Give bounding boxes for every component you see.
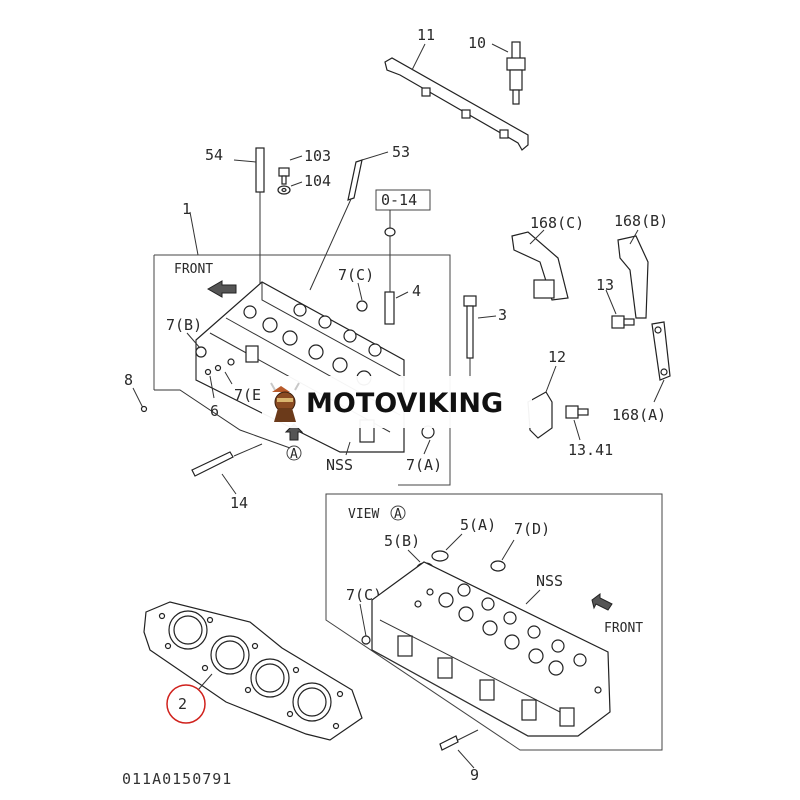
ref-box-0-14 bbox=[375, 189, 431, 211]
view-a-frame bbox=[325, 493, 663, 751]
nss-label-bottom: NSS bbox=[536, 572, 563, 590]
viking-logo-icon bbox=[270, 382, 300, 422]
stud-53 bbox=[309, 159, 363, 291]
seal-5a bbox=[431, 550, 449, 562]
bolt-13-41 bbox=[565, 405, 589, 419]
dowel-6 bbox=[204, 364, 222, 376]
callout-13-41: 13.41 bbox=[568, 441, 613, 459]
glow-plug bbox=[506, 41, 526, 105]
callout-7d: 7(D) bbox=[514, 520, 550, 538]
callout-168c: 168(C) bbox=[530, 214, 584, 232]
view-a-circle-letter: A bbox=[394, 507, 402, 522]
front-arrow-bottom bbox=[591, 593, 613, 611]
diagram-code: 011A0150791 bbox=[122, 770, 232, 788]
highlight-circle bbox=[166, 684, 206, 724]
callout-7a: 7(A) bbox=[406, 456, 442, 474]
callout-5b: 5(B) bbox=[384, 532, 420, 550]
head-gasket-2 bbox=[143, 601, 363, 741]
callout-168a: 168(A) bbox=[612, 406, 666, 424]
callout-3: 3 bbox=[498, 306, 507, 324]
callout-13: 13 bbox=[596, 276, 614, 294]
callout-168b: 168(B) bbox=[614, 212, 668, 230]
callout-8: 8 bbox=[124, 371, 133, 389]
view-a-circle bbox=[390, 505, 406, 521]
callout-7b: 7(B) bbox=[166, 316, 202, 334]
plug-7d bbox=[490, 560, 506, 572]
view-a-label: VIEW bbox=[348, 507, 379, 522]
cylinder-head-view-a bbox=[371, 561, 611, 737]
front-label-bottom: FRONT bbox=[604, 621, 643, 636]
front-arrow-top bbox=[206, 280, 237, 298]
callout-11: 11 bbox=[417, 26, 435, 44]
callout-2: 2 bbox=[178, 695, 187, 713]
frame-part-1 bbox=[154, 254, 451, 486]
bolt-103 bbox=[278, 167, 290, 185]
watermark-text: MOTOVIKING bbox=[306, 388, 503, 419]
view-marker-a: A bbox=[290, 447, 298, 462]
callout-14: 14 bbox=[230, 494, 248, 512]
bracket-168c bbox=[511, 231, 569, 301]
callout-5a: 5(A) bbox=[460, 516, 496, 534]
callout-53: 53 bbox=[392, 143, 410, 161]
callout-4: 4 bbox=[412, 282, 421, 300]
callout-1: 1 bbox=[182, 200, 191, 218]
callout-54: 54 bbox=[205, 146, 223, 164]
stud-14 bbox=[191, 451, 234, 477]
watermark-band bbox=[262, 376, 532, 428]
washer-104 bbox=[277, 185, 291, 195]
callout-9: 9 bbox=[470, 766, 479, 784]
callout-103: 103 bbox=[304, 147, 331, 165]
plug-7c-bottom bbox=[361, 635, 371, 645]
callout-7c-top: 7(C) bbox=[338, 266, 374, 284]
ref-0-14: 0-14 bbox=[381, 191, 417, 209]
front-label-top: FRONT bbox=[174, 262, 213, 277]
bolt-13 bbox=[611, 315, 635, 329]
bracket-168b bbox=[617, 235, 649, 319]
callout-104: 104 bbox=[304, 172, 331, 190]
bracket-168a bbox=[651, 321, 671, 381]
dowel-8 bbox=[140, 405, 148, 413]
stud-54 bbox=[255, 147, 265, 305]
view-marker-circle bbox=[286, 445, 302, 461]
callout-10: 10 bbox=[468, 34, 486, 52]
nss-label-top: NSS bbox=[326, 456, 353, 474]
callout-12: 12 bbox=[548, 348, 566, 366]
callout-6: 6 bbox=[210, 402, 219, 420]
bolt-3 bbox=[463, 295, 477, 359]
stud-9 bbox=[439, 735, 459, 751]
glow-plug-connector-plate bbox=[384, 57, 529, 151]
callout-7e: 7(E bbox=[234, 386, 261, 404]
